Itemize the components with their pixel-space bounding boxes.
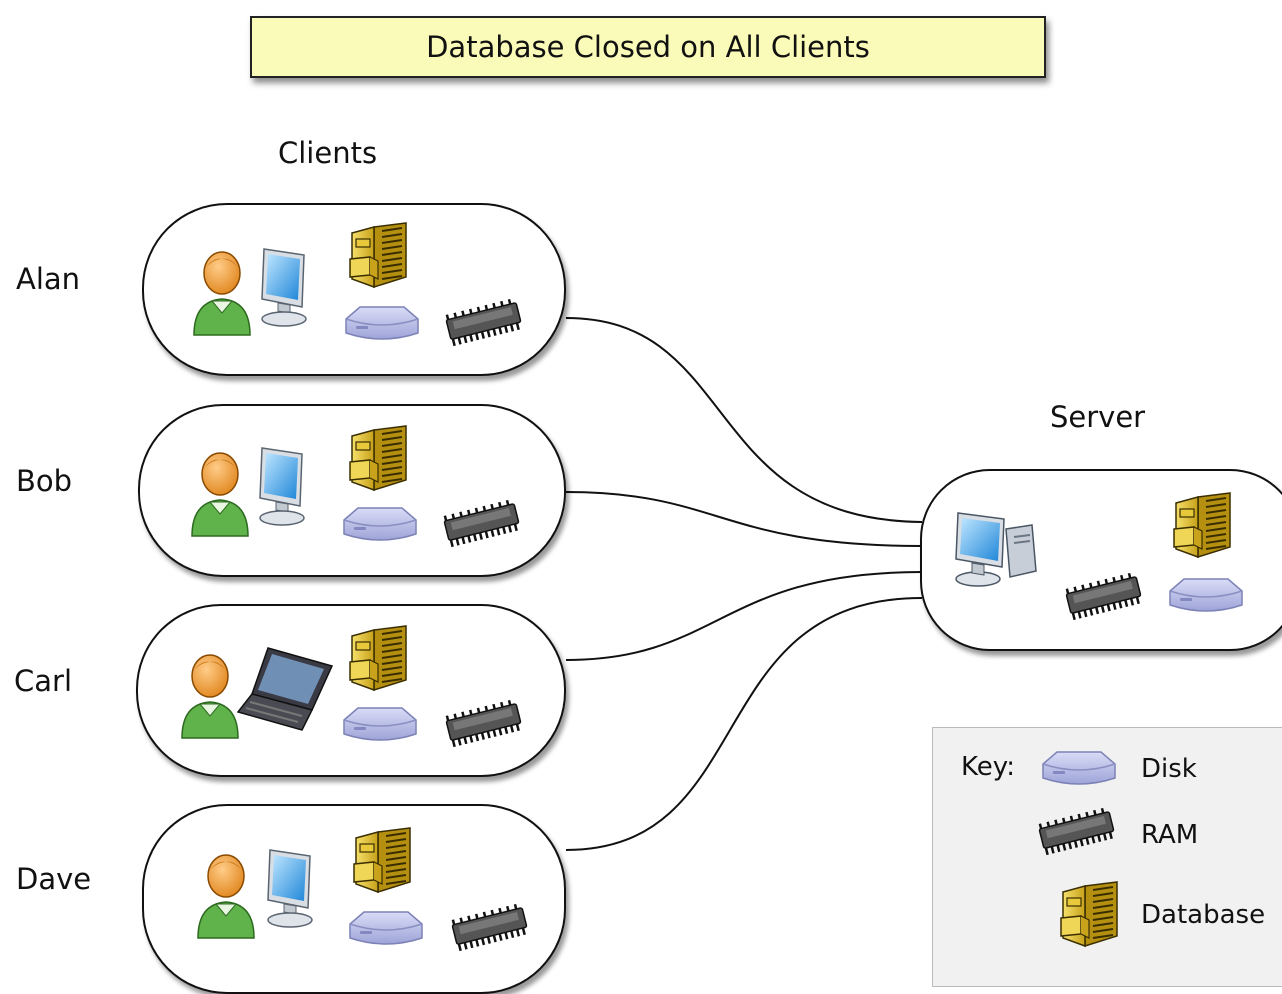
disk-icon [343,507,417,541]
client-name-bob: Bob [16,464,73,498]
monitor-icon [261,248,307,327]
disk-icon [1169,578,1243,612]
client-node-alan [142,203,566,376]
diagram-title-text: Database Closed on All Clients [426,30,870,64]
disk-icon [349,911,423,945]
legend: Key: Disk RAM Database [932,727,1282,987]
ram-icon [1036,805,1117,857]
database-icon [1060,881,1118,947]
diagram-title: Database Closed on All Clients [250,16,1046,78]
server-node [920,469,1282,651]
ram-icon [443,697,524,749]
disk-icon [345,306,419,340]
monitor-icon [259,447,305,526]
client-node-carl [136,604,566,777]
clients-heading: Clients [278,136,378,170]
database-icon [349,222,407,288]
monitor-icon [267,849,313,928]
client-name-carl: Carl [14,664,72,698]
wire-alan [565,317,923,523]
person-icon [181,654,239,739]
connection-wires [565,317,923,851]
database-icon [1173,492,1231,558]
ram-icon [449,901,530,953]
client-name-dave: Dave [16,862,92,896]
disk-icon [343,707,417,741]
wire-bob [565,491,923,547]
person-icon [193,251,251,336]
disk-icon [1042,751,1116,785]
database-icon [349,425,407,491]
wire-dave [565,597,923,851]
ram-icon [1063,570,1144,622]
database-icon [349,625,407,691]
ram-icon [441,497,522,549]
wire-carl [565,571,923,661]
database-icon [353,827,411,893]
person-icon [197,854,255,939]
ram-icon [443,296,524,348]
legend-item-ram: RAM [1141,820,1199,850]
client-node-bob [138,404,566,577]
legend-label: Key: [961,752,1016,782]
legend-item-disk: Disk [1141,754,1197,784]
person-icon [191,452,249,537]
server-heading: Server [1050,400,1146,434]
laptop-icon [237,647,333,731]
legend-item-database: Database [1141,900,1266,930]
computer-icon [955,512,1037,587]
client-name-alan: Alan [16,262,81,296]
client-node-dave [142,804,566,994]
